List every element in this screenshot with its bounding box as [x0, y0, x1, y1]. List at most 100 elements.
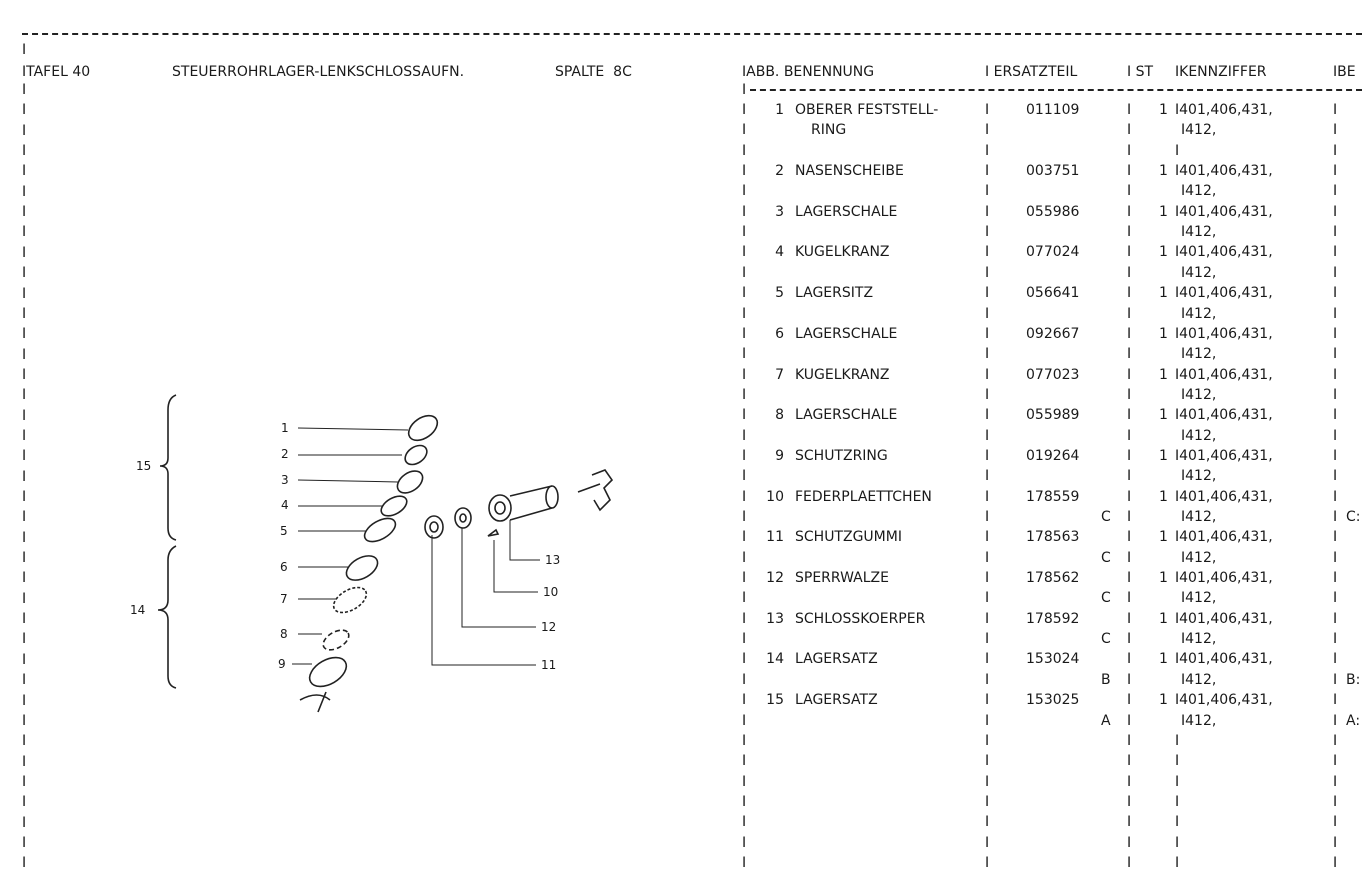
abb-number: 5 [775, 285, 784, 302]
col-label: ABB. BENENNUNG [746, 64, 875, 80]
header-left-i: I [742, 82, 747, 98]
kennziffer-value: 412, [1185, 549, 1217, 566]
column-separator: I [1333, 468, 1338, 485]
margin-i: I [22, 305, 27, 322]
quantity: 1 [1159, 407, 1168, 424]
column-separator: I [1333, 712, 1338, 729]
margin-i: I [22, 42, 27, 58]
kennziffer-empty: I [1175, 732, 1180, 749]
kennziffer-value: 412, [1185, 264, 1217, 281]
ersatzteil-number: 178563 [1026, 529, 1080, 546]
column-separator: I [1127, 854, 1132, 871]
col-label: KENNZIFFER [1179, 64, 1267, 80]
quantity: 1 [1159, 651, 1168, 668]
margin-i: I [22, 366, 27, 383]
column-separator: I [985, 814, 990, 831]
ersatzteil-number: 077023 [1026, 366, 1080, 383]
quantity: 1 [1159, 610, 1168, 627]
column-separator: I [742, 854, 747, 871]
column-separator: I [985, 773, 990, 790]
kennziffer-value: 412, [1185, 305, 1217, 322]
spalte-label: SPALTE 8C [555, 64, 632, 80]
kennziffer-value: 401,406,431, [1179, 610, 1273, 627]
column-separator: I [1333, 285, 1338, 302]
column-separator: I [985, 854, 990, 871]
kennziffer-empty: I [1175, 142, 1180, 159]
kennziffer-empty: I [1175, 753, 1180, 770]
column-separator: I [742, 488, 747, 505]
kennziffer-value: 401,406,431, [1179, 488, 1273, 505]
group-flag: C [1101, 509, 1111, 525]
ersatzteil-number: 153024 [1026, 651, 1080, 668]
column-separator: I [985, 671, 990, 688]
kennziffer: I401,406,431, [1175, 102, 1273, 118]
column-separator: I [985, 224, 990, 241]
column-separator: I [985, 122, 990, 139]
part-name: KUGELKRANZ [795, 366, 890, 383]
group-flag: C [1101, 590, 1111, 607]
tafel-number: TAFEL 40 [26, 64, 91, 80]
abb-number: 10 [766, 488, 784, 505]
column-separator: I [1127, 712, 1132, 729]
margin-i: I [22, 773, 27, 790]
kennziffer-value: 401,406,431, [1179, 102, 1273, 118]
column-separator: I [1127, 773, 1132, 790]
ersatzteil-number: 055989 [1026, 407, 1080, 424]
kennziffer: I401,406,431, [1175, 366, 1273, 383]
quantity: 1 [1159, 529, 1168, 546]
col-header-st: I ST [1127, 64, 1154, 80]
col-label: BE [1337, 64, 1356, 80]
quantity: 1 [1159, 244, 1168, 261]
abb-number: 12 [766, 570, 784, 587]
column-separator: I [1333, 386, 1338, 403]
margin-i: I [22, 407, 27, 424]
kennziffer: I401,406,431, [1175, 407, 1273, 424]
column-separator: I [742, 407, 747, 424]
column-separator: I [1127, 549, 1132, 566]
quantity: 1 [1159, 488, 1168, 505]
column-separator: I [985, 325, 990, 342]
quantity: 1 [1159, 447, 1168, 464]
column-separator: I [1127, 163, 1132, 180]
column-separator: I [985, 712, 990, 729]
column-separator: I [1127, 732, 1132, 749]
column-separator: I [1127, 203, 1132, 220]
group-bracket-14: 14 [130, 545, 177, 689]
column-separator: I [742, 732, 747, 749]
abb-number: 2 [775, 163, 784, 180]
kennziffer: I401,406,431, [1175, 447, 1273, 464]
margin-i: I [22, 550, 27, 567]
column-separator: I [1127, 651, 1132, 668]
margin-i: I [22, 814, 27, 831]
quantity: 1 [1159, 570, 1168, 587]
column-separator: I [1333, 773, 1338, 790]
kennziffer-cont: I412, [1181, 122, 1217, 139]
column-separator: I [1127, 244, 1132, 261]
column-separator: I [742, 142, 747, 159]
abb-number: 3 [775, 203, 784, 220]
margin-i: I [22, 143, 27, 160]
ersatzteil-number: 055986 [1026, 203, 1080, 220]
abb-number: 13 [766, 610, 784, 627]
column-separator: I [1333, 610, 1338, 627]
kennziffer-value: 412, [1185, 468, 1217, 485]
group-note: A: [1346, 712, 1361, 729]
column-separator: I [1333, 529, 1338, 546]
column-separator: I [1333, 142, 1338, 159]
callout-5: 5 [280, 524, 288, 538]
kennziffer-cont: I412, [1181, 549, 1217, 566]
kennziffer-empty: I [1175, 814, 1180, 831]
margin-i: I [22, 387, 27, 404]
exploded-diagram: 15 14 1 2 3 4 5 6 7 8 9 13 10 12 11 [130, 394, 614, 713]
kennziffer-cont: I412, [1181, 590, 1217, 607]
margin-i: I [22, 326, 27, 343]
kennziffer-value: 401,406,431, [1179, 447, 1273, 464]
group-flag: C [1101, 549, 1111, 566]
group-note: B: [1346, 671, 1361, 688]
callout-6: 6 [280, 560, 288, 574]
column-separator: I [985, 264, 990, 281]
column-separator: I [742, 509, 747, 525]
ersatzteil-number: 011109 [1026, 102, 1080, 118]
margin-i: I [22, 672, 27, 689]
ersatzteil-number: 178592 [1026, 610, 1080, 627]
